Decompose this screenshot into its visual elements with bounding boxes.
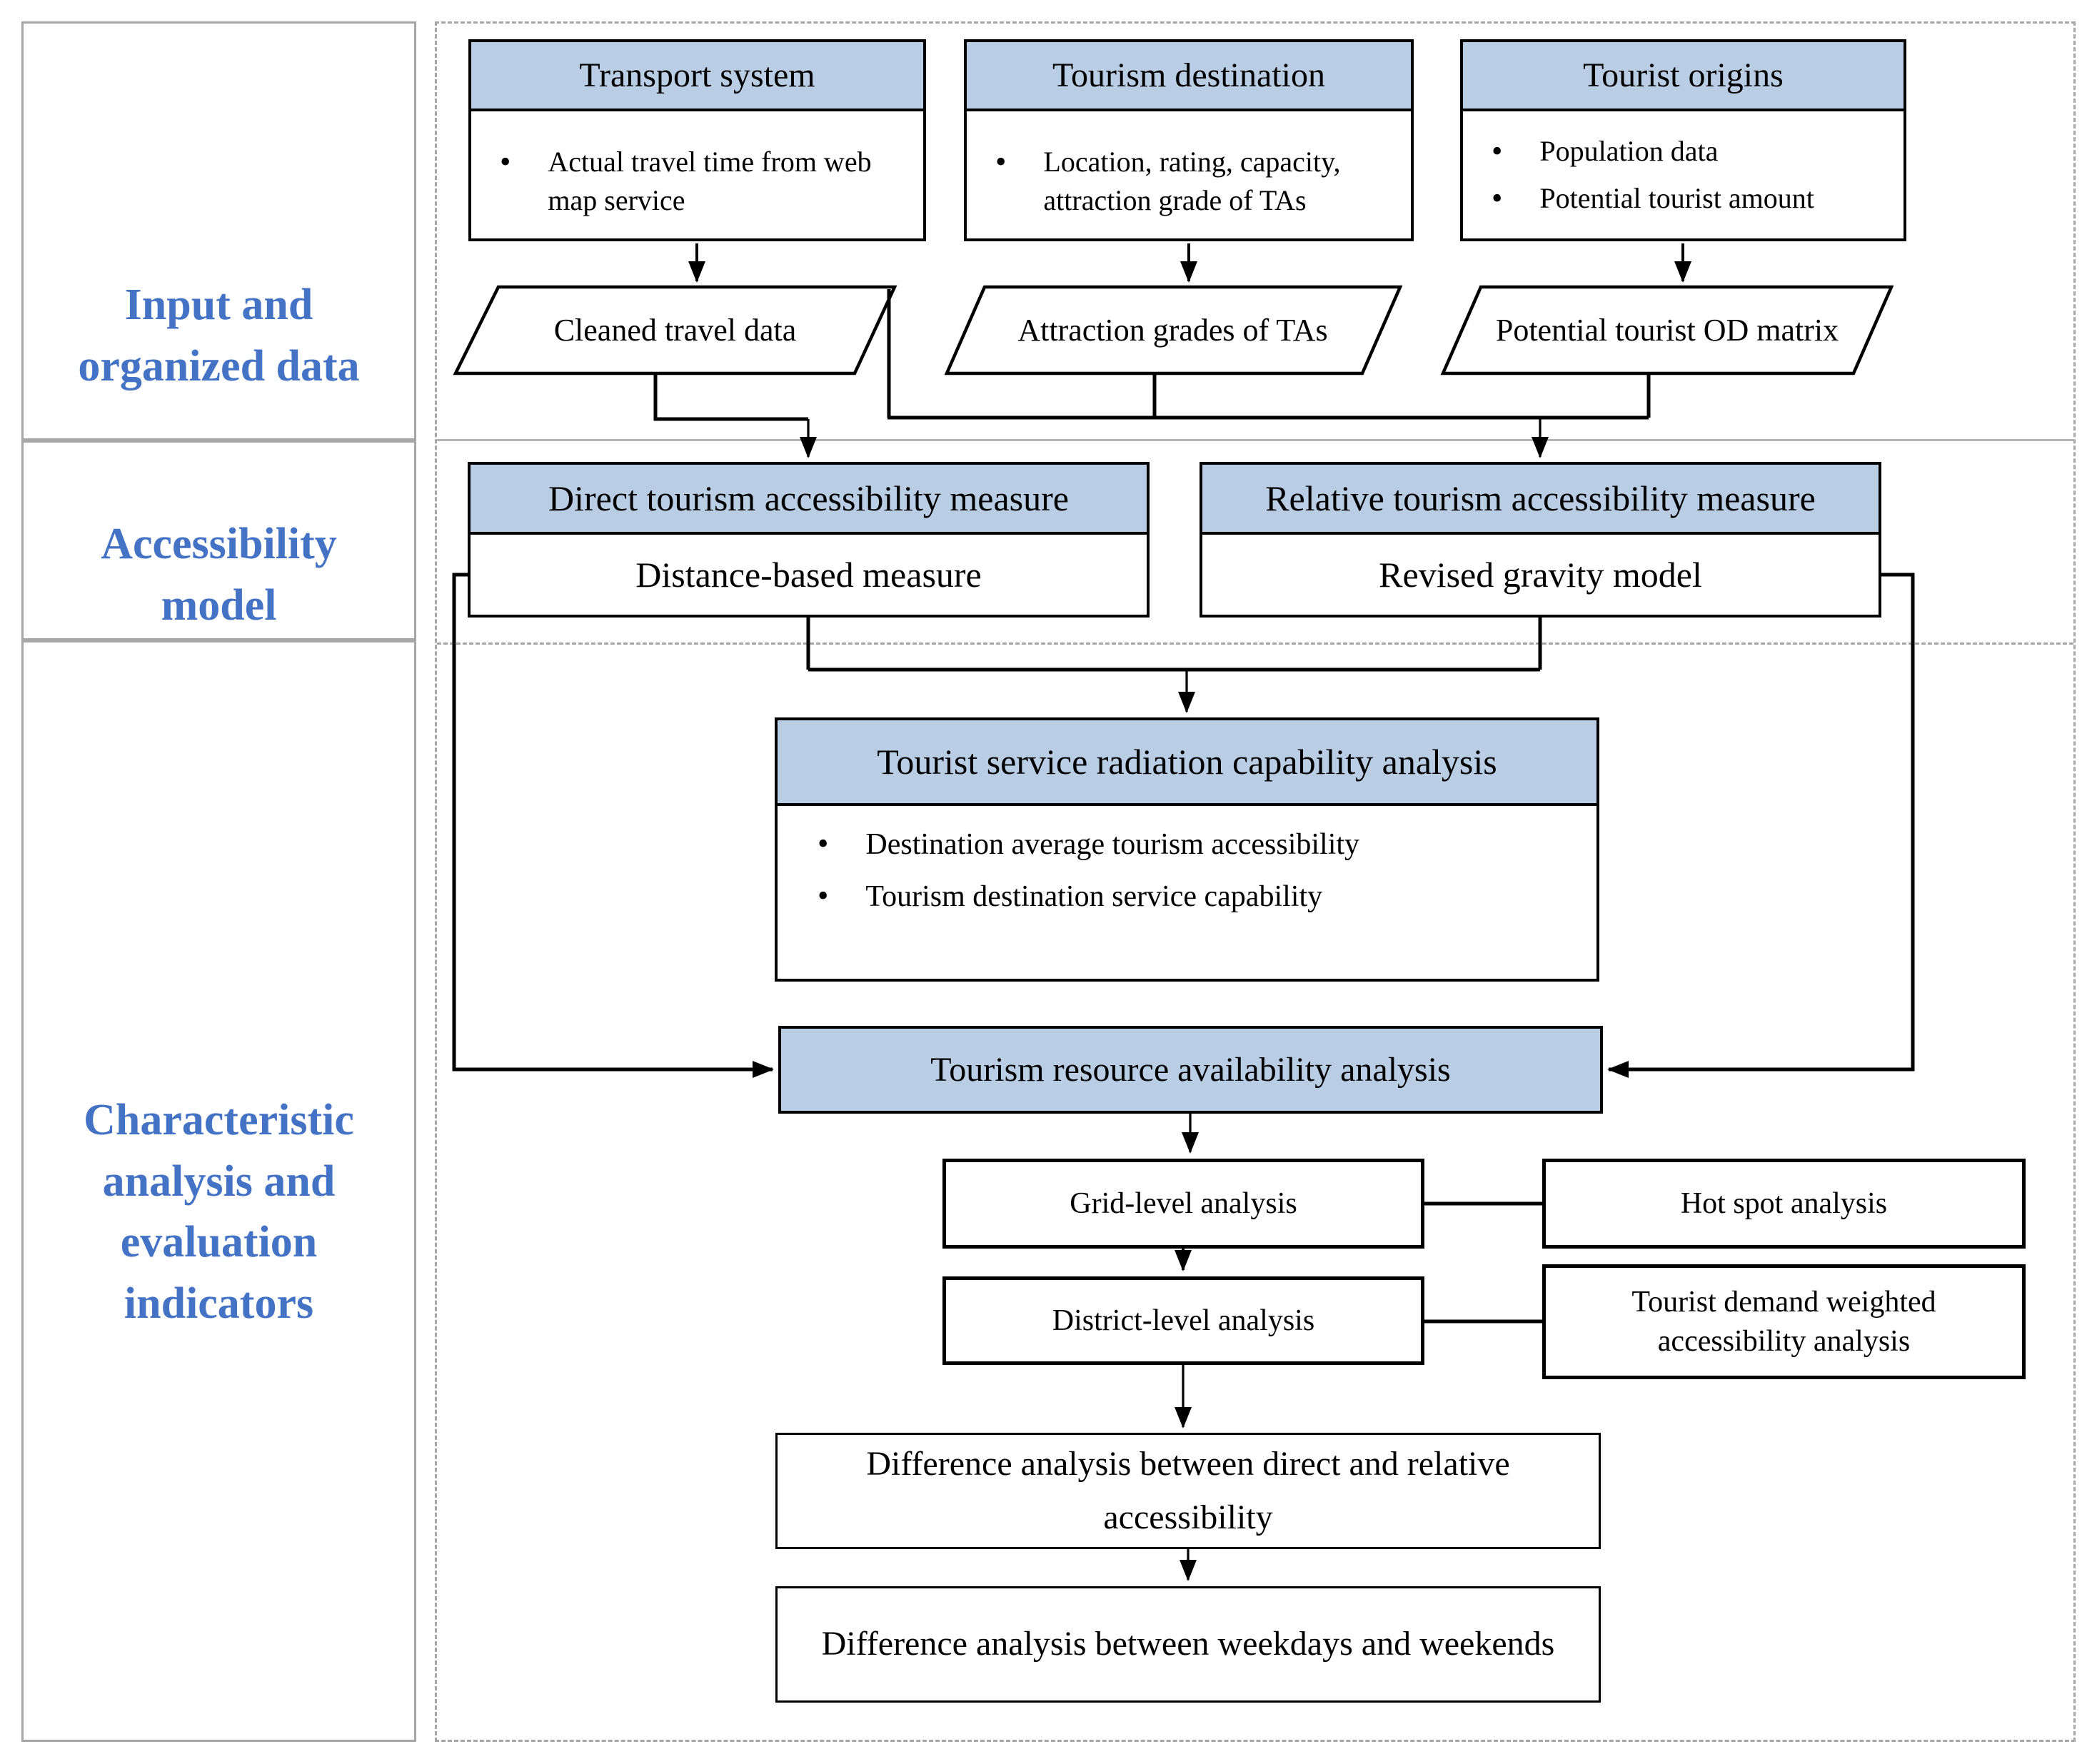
box-radiation-analysis-title: Tourist service radiation capability ana… xyxy=(778,720,1596,806)
bullet-item: Actual travel time from web map service xyxy=(548,146,872,216)
box-tourism-destination-body: Location, rating, capacity, attraction g… xyxy=(967,111,1411,238)
connector-direct-to-resource xyxy=(452,573,774,1078)
bullet-item: Destination average tourism accessibilit… xyxy=(865,828,1360,862)
parallelogram-od-matrix xyxy=(1440,285,1894,376)
row-label-model-wrap: Accessibility model xyxy=(21,440,416,640)
box-relative-measure-method: Revised gravity model xyxy=(1379,555,1702,595)
box-demand-weighted-analysis: Tourist demand weighted accessibility an… xyxy=(1542,1264,2026,1379)
row-label-characteristic: Characteristic analysis and evaluation i… xyxy=(84,1096,354,1328)
box-transport-system-body: Actual travel time from web map service xyxy=(471,111,923,238)
box-direct-measure: Direct tourism accessibility measure Dis… xyxy=(468,462,1150,618)
box-tourism-destination-title: Tourism destination xyxy=(967,42,1411,111)
dataset-attraction-grades: Attraction grades of TAs xyxy=(1017,313,1328,348)
box-difference-weekdays-weekends-label: Difference analysis between weekdays and… xyxy=(821,1625,1555,1663)
bullet-item: Location, rating, capacity, attraction g… xyxy=(1043,146,1341,216)
flow-region-frame xyxy=(435,21,2076,1742)
box-radiation-analysis-body: Destination average tourism accessibilit… xyxy=(778,806,1596,979)
panel-cell-model xyxy=(21,440,416,640)
bullet-item: Potential tourist amount xyxy=(1539,182,1814,214)
panel-cell-characteristic xyxy=(21,640,416,1742)
parallelogram-attraction-grades xyxy=(944,285,1403,376)
box-transport-system: Transport system Actual travel time from… xyxy=(468,39,926,241)
dataset-od-matrix: Potential tourist OD matrix xyxy=(1495,313,1839,348)
row-label-input: Input and organized data xyxy=(78,281,360,390)
box-tourism-destination: Tourism destination Location, rating, ca… xyxy=(964,39,1414,241)
box-district-level-analysis-label: District-level analysis xyxy=(1052,1304,1315,1337)
box-direct-measure-title: Direct tourism accessibility measure xyxy=(471,465,1147,535)
box-tourist-origins-body: Population data Potential tourist amount xyxy=(1463,111,1904,238)
box-relative-measure: Relative tourism accessibility measure R… xyxy=(1200,462,1881,618)
box-district-level-analysis: District-level analysis xyxy=(942,1276,1424,1365)
box-difference-direct-relative-label: Difference analysis between direct and r… xyxy=(866,1445,1510,1536)
box-resource-availability-title: Tourism resource availability analysis xyxy=(930,1051,1451,1089)
connector-relative-to-resource xyxy=(1607,573,1915,1078)
row-separator-model-characteristic xyxy=(437,642,2073,645)
dataset-cleaned-travel-data: Cleaned travel data xyxy=(553,313,797,348)
row-label-characteristic-wrap: Characteristic analysis and evaluation i… xyxy=(21,640,416,1742)
row-label-input-wrap: Input and organized data xyxy=(21,21,416,440)
bullet-item: Population data xyxy=(1539,135,1719,167)
row-label-model: Accessibility model xyxy=(101,520,337,630)
box-grid-level-analysis-label: Grid-level analysis xyxy=(1070,1186,1297,1220)
bullet-item: Tourism destination service capability xyxy=(865,880,1323,913)
parallelogram-cleaned-travel-data xyxy=(453,285,897,376)
box-difference-direct-relative: Difference analysis between direct and r… xyxy=(775,1433,1601,1549)
box-relative-measure-title: Relative tourism accessibility measure xyxy=(1202,465,1879,535)
panel-cell-input xyxy=(21,21,416,440)
box-hot-spot-analysis-label: Hot spot analysis xyxy=(1680,1186,1888,1220)
box-resource-availability: Tourism resource availability analysis xyxy=(778,1026,1603,1114)
box-radiation-analysis: Tourist service radiation capability ana… xyxy=(775,717,1599,982)
box-grid-level-analysis: Grid-level analysis xyxy=(942,1159,1424,1249)
connector-cleaned-jog xyxy=(653,373,808,421)
box-tourist-origins-title: Tourist origins xyxy=(1463,42,1904,111)
box-tourist-origins: Tourist origins Population data Potentia… xyxy=(1460,39,1906,241)
box-direct-measure-method: Distance-based measure xyxy=(635,555,982,595)
box-demand-weighted-analysis-label: Tourist demand weighted accessibility an… xyxy=(1631,1285,1936,1358)
box-transport-system-title: Transport system xyxy=(471,42,923,111)
box-difference-weekdays-weekends: Difference analysis between weekdays and… xyxy=(775,1586,1601,1703)
row-separator-input-model xyxy=(437,439,2073,441)
box-hot-spot-analysis: Hot spot analysis xyxy=(1542,1159,2026,1249)
